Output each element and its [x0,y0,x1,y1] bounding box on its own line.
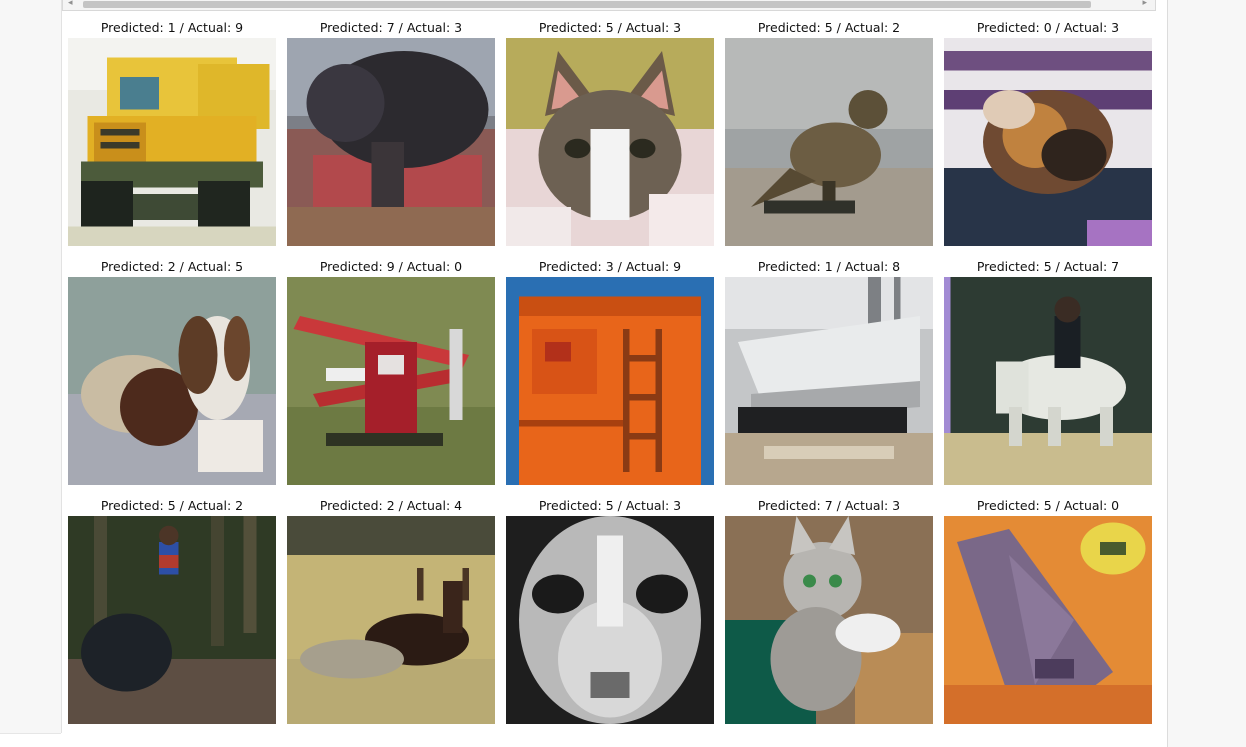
dark-bird-forest-image [68,516,276,724]
cell-prompt-gutter [0,0,62,733]
prediction-caption: Predicted: 7 / Actual: 3 [757,498,901,513]
dark-cat-image [287,38,495,246]
prediction-cell: Predicted: 2 / Actual: 4 [287,496,495,724]
prediction-caption: Predicted: 5 / Actual: 2 [757,20,901,35]
prediction-caption: Predicted: 3 / Actual: 9 [538,259,682,274]
prediction-cell: Predicted: 9 / Actual: 0 [287,257,495,485]
horizontal-scrollbar[interactable]: ◂ ▸ [62,0,1156,11]
deer-image [287,516,495,724]
dump-truck-image [68,38,276,246]
prediction-caption: Predicted: 1 / Actual: 9 [100,20,244,35]
prediction-cell: Predicted: 5 / Actual: 3 [506,18,714,246]
bird-image [725,38,933,246]
prediction-cell: Predicted: 0 / Actual: 3 [944,18,1152,246]
prediction-caption: Predicted: 0 / Actual: 3 [976,20,1120,35]
red-biplane-image [287,277,495,485]
right-panel-strip [1167,0,1246,747]
grayscale-cat-face-image [506,516,714,724]
prediction-caption: Predicted: 5 / Actual: 2 [100,498,244,513]
prediction-cell: Predicted: 5 / Actual: 3 [506,496,714,724]
prediction-cell: Predicted: 5 / Actual: 0 [944,496,1152,724]
prediction-cell: Predicted: 5 / Actual: 7 [944,257,1152,485]
prediction-cell: Predicted: 7 / Actual: 3 [725,496,933,724]
dog-image [68,277,276,485]
prediction-cell: Predicted: 1 / Actual: 9 [68,18,276,246]
prediction-caption: Predicted: 1 / Actual: 8 [757,259,901,274]
prediction-cell: Predicted: 7 / Actual: 3 [287,18,495,246]
orange-truck-image [506,277,714,485]
white-horse-rider-image [944,277,1152,485]
prediction-caption: Predicted: 5 / Actual: 0 [976,498,1120,513]
calico-cat-image [944,38,1152,246]
prediction-cell: Predicted: 5 / Actual: 2 [68,496,276,724]
prediction-cell: Predicted: 1 / Actual: 8 [725,257,933,485]
prediction-caption: Predicted: 2 / Actual: 5 [100,259,244,274]
scroll-left-arrow-icon[interactable]: ◂ [68,0,73,8]
prediction-cell: Predicted: 3 / Actual: 9 [506,257,714,485]
cell-prompt-gutter-footer [0,733,61,747]
prediction-caption: Predicted: 9 / Actual: 0 [319,259,463,274]
cat-face-image [506,38,714,246]
prediction-caption: Predicted: 5 / Actual: 3 [538,20,682,35]
prediction-cell: Predicted: 5 / Actual: 2 [725,18,933,246]
airplane-orange-image [944,516,1152,724]
white-boat-image [725,277,933,485]
prediction-caption: Predicted: 7 / Actual: 3 [319,20,463,35]
prediction-caption: Predicted: 5 / Actual: 7 [976,259,1120,274]
scrollbar-thumb[interactable] [83,1,1091,8]
prediction-caption: Predicted: 5 / Actual: 3 [538,498,682,513]
tabby-cat-image [725,516,933,724]
prediction-caption: Predicted: 2 / Actual: 4 [319,498,463,513]
scroll-right-arrow-icon[interactable]: ▸ [1142,0,1147,8]
prediction-cell: Predicted: 2 / Actual: 5 [68,257,276,485]
